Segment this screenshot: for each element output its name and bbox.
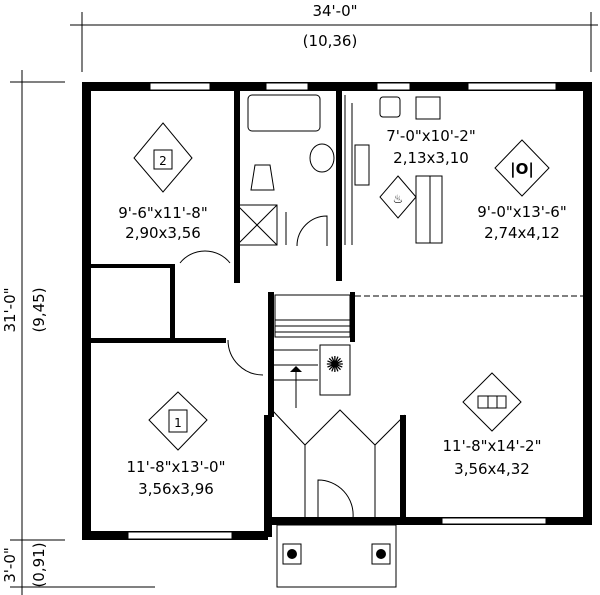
dining-icon: |O| [510, 160, 534, 179]
doors [179, 250, 264, 376]
kitchen-icon: ♨ [393, 192, 404, 206]
room-kitchen: ♨ 7'-0"x10'-2" 2,13x3,10 [379, 127, 476, 219]
porch [276, 524, 397, 588]
kitchen-fixtures [344, 95, 443, 245]
room-dimensions-imperial: 11'-8"x14'-2" [442, 437, 541, 455]
room-dimensions-imperial: 11'-8"x13'-0" [126, 458, 225, 476]
room-dimensions-metric: 2,90x3,56 [125, 224, 201, 242]
room-dimensions-metric: 3,56x4,32 [454, 460, 530, 478]
plant-icon: ✺ [326, 353, 344, 378]
windows [127, 82, 557, 540]
room-dimensions-metric: 3,56x3,96 [138, 480, 214, 498]
room-dimensions-imperial: 9'-0"x13'-6" [477, 203, 566, 221]
bedroom-1-icon: 1 [174, 416, 182, 430]
living-room-sofa-icon [477, 395, 507, 409]
depth-metric: (9,45) [30, 287, 48, 332]
width-metric: (10,36) [303, 32, 358, 50]
porch-metric: (0,91) [30, 542, 48, 587]
room-dimensions-imperial: 9'-6"x11'-8" [118, 204, 207, 222]
bathroom [236, 94, 335, 247]
width-imperial: 34'-0" [312, 2, 357, 20]
room-dining: |O| 9'-0"x13'-6" 2,74x4,12 [477, 139, 567, 242]
bedroom-2-icon: 2 [159, 154, 167, 168]
porch-imperial: 3'-0" [1, 547, 19, 583]
depth-imperial: 31'-0" [1, 287, 19, 332]
left-dimension: 31'-0" (9,45) 3'-0" (0,91) [1, 70, 155, 595]
room-bedroom-2: 2 9'-6"x11'-8" 2,90x3,56 [118, 122, 208, 242]
room-dimensions-metric: 2,74x4,12 [484, 224, 560, 242]
room-dimensions-metric: 2,13x3,10 [393, 149, 469, 167]
room-bedroom-1: 1 11'-8"x13'-0" 3,56x3,96 [126, 391, 226, 498]
stairs-and-entry: ✺ [271, 294, 406, 519]
interior-walls [91, 91, 583, 520]
room-living: 11'-8"x14'-2" 3,56x4,32 [442, 372, 542, 478]
room-dimensions-imperial: 7'-0"x10'-2" [386, 127, 475, 145]
top-dimension: 34'-0" (10,36) [70, 2, 598, 72]
